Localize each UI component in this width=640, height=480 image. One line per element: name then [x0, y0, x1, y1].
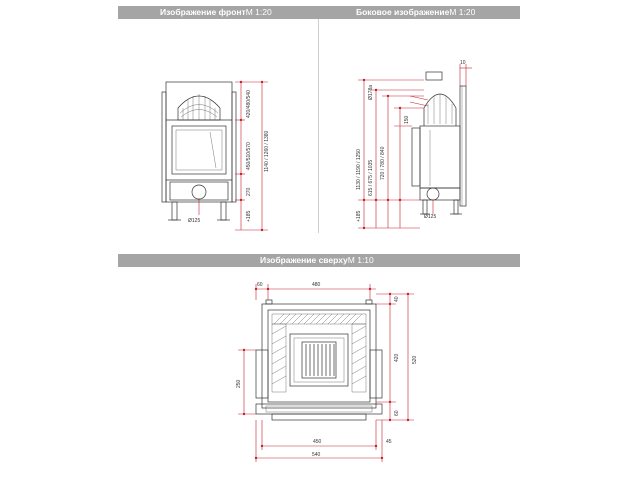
- side-dim-10: 10: [460, 60, 466, 66]
- top-dim-250: 250: [236, 379, 242, 388]
- view-divider: [318, 19, 319, 233]
- top-grate: [301, 341, 337, 379]
- top-dim-45: 45: [386, 439, 392, 445]
- side-dim-178: Ø178a: [368, 85, 374, 100]
- front-view-drawing: 420/480/540 450/510/570 1140 / 1260 / 13…: [161, 80, 270, 232]
- top-front-bar: [255, 403, 383, 415]
- top-outer-frame: [261, 303, 377, 409]
- side-view-drawing: 10 Ø178a 150 1130 / 1190 / 1250 615 / 67…: [356, 60, 472, 230]
- side-dim-stack3: 720 / 780 / 840: [380, 146, 386, 180]
- top-dim-480: 480: [312, 282, 321, 288]
- side-dim-150: 150: [404, 115, 410, 124]
- side-flue-circle: [426, 187, 440, 201]
- top-firebox: [289, 333, 349, 387]
- top-dim-40: 40: [394, 296, 400, 302]
- front-dim-mid-stack: 450/510/570: [246, 142, 252, 170]
- front-door: [171, 125, 227, 175]
- front-dim-top-stack: 420/480/540: [246, 90, 252, 118]
- side-dim-stack1: 1130 / 1190 / 1250: [356, 149, 362, 190]
- top-dim-60: 60: [257, 282, 263, 288]
- side-dim-stack2: 615 / 675 / 1035: [368, 160, 374, 196]
- top-dim-60-right: 60: [394, 410, 400, 416]
- front-flue-label: Ø125: [188, 218, 200, 224]
- front-flue-circle: [191, 184, 207, 200]
- top-dim-450: 450: [313, 439, 322, 445]
- top-dim-540: 540: [312, 452, 321, 458]
- section-header-bottom: Изображение сверху М 1:10: [118, 254, 520, 267]
- front-dome: [177, 95, 221, 121]
- front-dim-270: 270: [246, 187, 252, 196]
- front-view-title: Изображение фронт М 1:20: [160, 7, 272, 17]
- top-dim-420: 420: [394, 353, 400, 362]
- side-view-title: Боковое изображение М 1:20: [356, 7, 476, 17]
- side-body-outline: [419, 125, 461, 189]
- front-dim-plus185: +185: [246, 211, 252, 222]
- top-dim-520: 520: [412, 355, 418, 364]
- side-flue-label: Ø125: [424, 214, 436, 220]
- top-view-drawing: 60 480 40 420 520 60 250 450 45 540: [236, 282, 418, 462]
- section-header-top: Изображение фронт М 1:20 Боковое изображ…: [118, 6, 520, 19]
- front-dim-outer-stack: 1140 / 1260 / 1380: [264, 130, 270, 172]
- side-dim-plus185: +185: [356, 211, 362, 222]
- top-view-title: Изображение сверху М 1:10: [260, 255, 374, 265]
